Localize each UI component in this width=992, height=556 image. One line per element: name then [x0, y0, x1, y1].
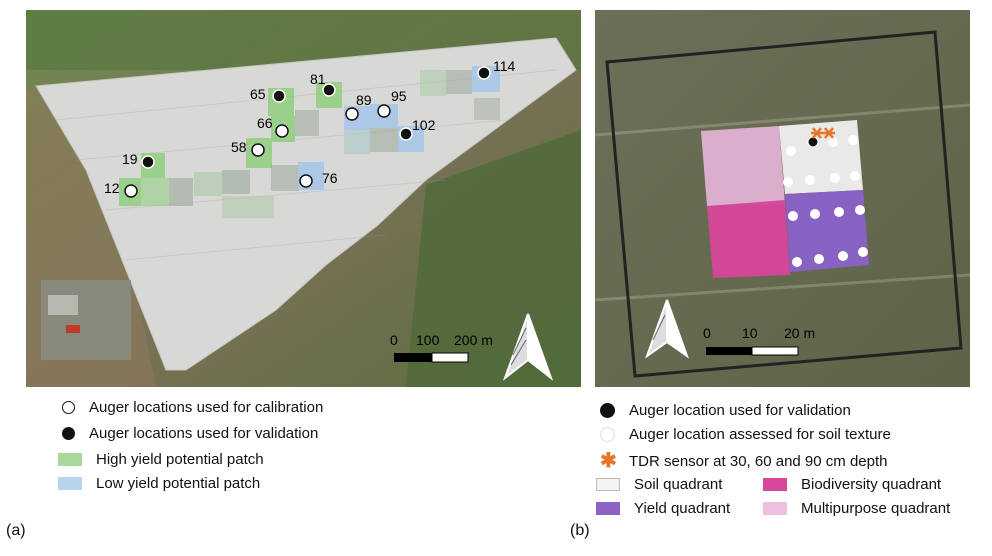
scale-tick-2: 200 m — [454, 332, 493, 348]
legend-item-low-yield: Low yield potential patch — [58, 476, 260, 491]
texture-point — [828, 137, 838, 147]
plot-map-b: 0 10 20 m — [595, 10, 970, 387]
facility-area — [41, 280, 131, 360]
auger-label-89: 89 — [356, 92, 372, 108]
legend-b: Auger location used for validation Auger… — [596, 403, 990, 523]
yield-patches — [119, 66, 500, 218]
legend-item-yield: Yield quadrant — [596, 501, 730, 516]
legend-item-validation: Auger location used for validation — [600, 403, 851, 418]
texture-point — [788, 211, 798, 221]
auger-label-114: 114 — [493, 58, 516, 74]
legend-item-soil: Soil quadrant — [596, 477, 722, 492]
texture-point — [814, 254, 824, 264]
texture-point — [786, 146, 796, 156]
legend-item-texture: Auger location assessed for soil texture — [600, 427, 891, 442]
tdr-sensor-icon — [823, 127, 835, 139]
legend-a: Auger locations used for calibration Aug… — [58, 400, 562, 500]
panel-label-b: (b) — [570, 522, 590, 539]
texture-point — [834, 207, 844, 217]
white-circle-icon — [600, 427, 615, 442]
auger-label-12: 12 — [104, 180, 120, 196]
legend-label: TDR sensor at 30, 60 and 90 cm depth — [629, 452, 888, 470]
tdr-sensors — [811, 127, 835, 139]
north-arrow-a — [502, 313, 554, 381]
scale-tick-2: 20 m — [784, 325, 815, 341]
texture-point — [805, 175, 815, 185]
auger-label-76: 76 — [322, 170, 338, 186]
auger-label-95: 95 — [391, 88, 407, 104]
legend-label: Auger location assessed for soil texture — [629, 426, 891, 443]
texture-point — [810, 209, 820, 219]
auger-point-81 — [322, 83, 336, 97]
auger-point-76 — [299, 174, 313, 188]
legend-item-calibration: Auger locations used for calibration — [62, 400, 323, 415]
legend-label: Multipurpose quadrant — [801, 500, 951, 517]
auger-point-65 — [272, 89, 286, 103]
black-circle-icon — [600, 403, 615, 418]
scale-bar-a: 0 100 200 m — [390, 332, 493, 363]
texture-point — [848, 135, 858, 145]
auger-point-114 — [477, 66, 491, 80]
auger-point-89 — [345, 107, 359, 121]
auger-label-81: 81 — [310, 71, 326, 87]
north-arrow-b — [645, 299, 689, 359]
asterisk-icon: ✱ — [600, 450, 617, 472]
multipurpose-swatch-icon — [763, 502, 787, 515]
field-boundary — [35, 37, 577, 371]
legend-item-high-yield: High yield potential patch — [58, 452, 264, 467]
validation-point — [807, 136, 819, 148]
texture-point — [838, 251, 848, 261]
legend-label: Biodiversity quadrant — [801, 476, 942, 493]
auger-label-65: 65 — [250, 86, 266, 102]
yield-swatch-icon — [596, 502, 620, 515]
biodiversity-swatch-icon — [763, 478, 787, 491]
auger-point-19 — [141, 155, 155, 169]
yield-quadrant — [785, 190, 869, 272]
texture-point — [830, 173, 840, 183]
auger-label-58: 58 — [231, 139, 247, 155]
legend-label: Auger locations used for calibration — [89, 399, 324, 416]
auger-point-58 — [251, 143, 265, 157]
auger-point-12 — [124, 184, 138, 198]
legend-label: Yield quadrant — [634, 500, 731, 517]
legend-label: Auger location used for validation — [629, 402, 851, 419]
panel-label-a: (a) — [6, 522, 26, 539]
texture-point — [783, 177, 793, 187]
green-swatch-icon — [58, 453, 82, 466]
legend-label: Soil quadrant — [634, 476, 723, 493]
auger-label-102: 102 — [412, 117, 436, 133]
tdr-sensor-icon — [811, 127, 823, 139]
legend-label: High yield potential patch — [96, 451, 264, 468]
texture-point — [858, 247, 868, 257]
scale-bar-b: 0 10 20 m — [703, 325, 815, 356]
scale-tick-0: 0 — [390, 332, 398, 348]
legend-label: Auger locations used for validation — [89, 425, 319, 442]
auger-point-66 — [275, 124, 289, 138]
legend-label: Low yield potential patch — [96, 475, 261, 492]
scale-tick-0: 0 — [703, 325, 711, 341]
scale-tick-1: 10 — [742, 325, 758, 341]
plot-boundary — [605, 30, 963, 378]
black-circle-icon — [62, 427, 75, 440]
auger-point-102 — [399, 127, 413, 141]
scale-tick-1: 100 — [416, 332, 440, 348]
blue-swatch-icon — [58, 477, 82, 490]
auger-point-95 — [377, 104, 391, 118]
legend-item-multipurpose: Multipurpose quadrant — [763, 501, 950, 516]
texture-point — [792, 257, 802, 267]
texture-point — [850, 171, 860, 181]
legend-item-tdr: ✱ TDR sensor at 30, 60 and 90 cm depth — [600, 451, 887, 471]
multipurpose-quadrant — [701, 126, 785, 206]
auger-label-66: 66 — [257, 115, 273, 131]
legend-item-validation: Auger locations used for validation — [62, 426, 318, 441]
auger-label-19: 19 — [122, 151, 138, 167]
biodiversity-quadrant — [707, 200, 790, 278]
texture-point — [855, 205, 865, 215]
soil-swatch-icon — [596, 478, 620, 491]
soil-quadrant — [779, 120, 863, 194]
white-circle-icon — [62, 401, 75, 414]
quadrants — [701, 120, 869, 278]
legend-item-biodiversity: Biodiversity quadrant — [763, 477, 941, 492]
